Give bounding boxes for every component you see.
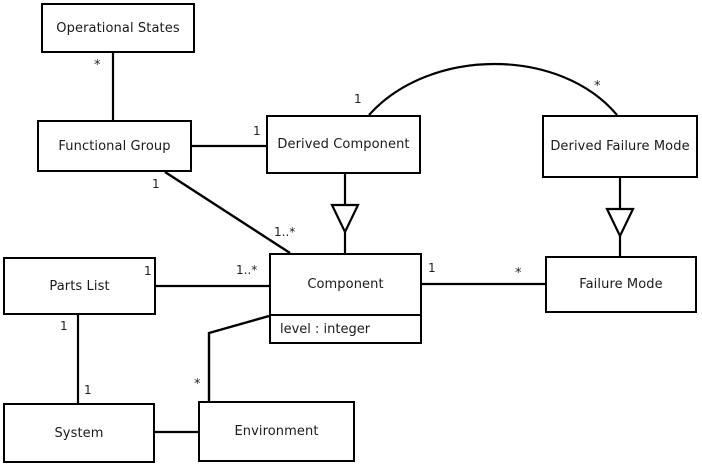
class-name-system: System — [54, 425, 104, 441]
class-box-failure-mode[interactable]: Failure Mode — [545, 256, 697, 313]
class-name-environment: Environment — [234, 424, 319, 439]
class-name-parts-list: Parts List — [49, 278, 110, 294]
multiplicity-component-failure-mode-target: * — [515, 266, 522, 281]
multiplicity-functional-group-derived-component: 1 — [253, 124, 261, 138]
multiplicity-parts-list-system-source: 1 — [60, 319, 68, 333]
class-name-component: Component — [307, 277, 384, 292]
multiplicity-parts-list-component-target: 1..* — [236, 263, 258, 277]
multiplicity-functional-group-component-source: 1 — [152, 177, 160, 191]
multiplicity-derived-component-curve: 1 — [354, 92, 362, 106]
class-name-operational-states: Operational States — [56, 20, 180, 36]
class-name-derived-component: Derived Component — [277, 137, 410, 152]
association-functionalgroup-component — [164, 170, 291, 255]
class-box-parts-list[interactable]: Parts List — [3, 257, 156, 315]
class-name-functional-group: Functional Group — [58, 138, 171, 154]
multiplicity-functional-group-component-target: 1..* — [274, 225, 296, 239]
class-name-derived-failure-mode: Derived Failure Mode — [550, 139, 690, 154]
association-environment-component — [207, 314, 270, 401]
generalization-triangle-derivedcomponent — [330, 203, 360, 235]
class-name-failure-mode: Failure Mode — [579, 277, 663, 292]
class-box-derived-component[interactable]: Derived Component — [266, 115, 421, 174]
multiplicity-parts-list-system-target: 1 — [84, 383, 92, 397]
multiplicity-operational-states: * — [94, 58, 101, 73]
generalization-triangle-derivedfailuremode — [605, 207, 635, 239]
class-box-environment[interactable]: Environment — [198, 401, 355, 462]
class-box-functional-group[interactable]: Functional Group — [37, 120, 192, 172]
multiplicity-component-failure-mode-source: 1 — [428, 261, 436, 275]
class-box-system[interactable]: System — [3, 403, 155, 463]
multiplicity-parts-list-component-source: 1 — [144, 264, 152, 278]
multiplicity-environment-component: * — [194, 377, 201, 392]
class-box-component[interactable]: Component level : integer — [269, 253, 422, 344]
multiplicity-derived-failure-mode-curve: * — [594, 79, 601, 94]
class-box-operational-states[interactable]: Operational States — [41, 3, 195, 53]
class-attribute-component-level: level : integer — [271, 314, 420, 342]
class-box-derived-failure-mode[interactable]: Derived Failure Mode — [542, 115, 698, 178]
association-derivedcomponent-derivedfailuremode — [368, 62, 618, 116]
